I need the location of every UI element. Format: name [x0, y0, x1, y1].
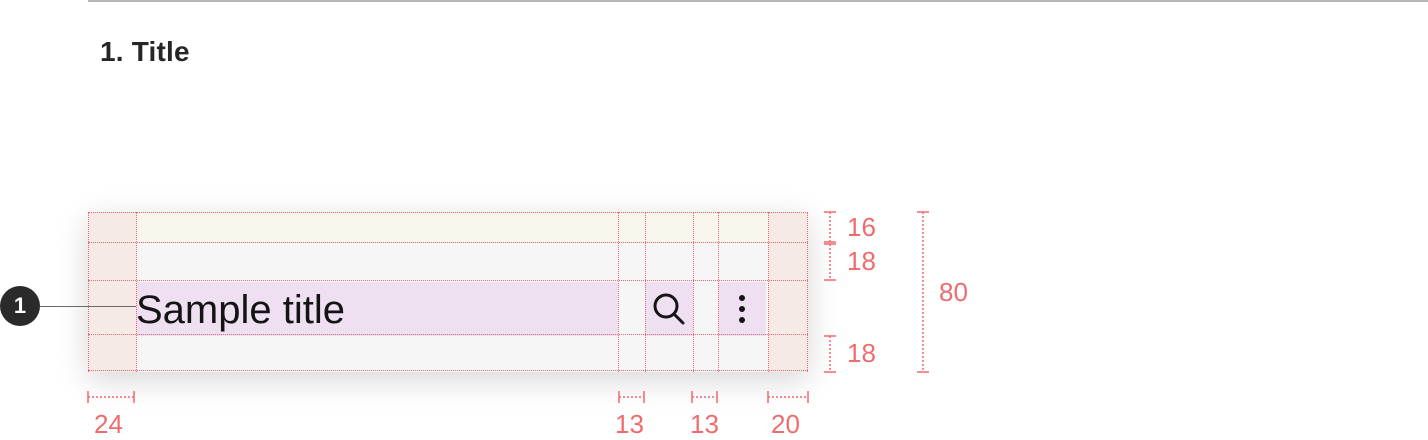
dim-label-title-top-gap: 18 — [847, 246, 876, 276]
title-zone — [136, 282, 618, 336]
app-bar-title: Sample title — [136, 288, 345, 332]
guide-line — [718, 212, 719, 372]
section-title: 1. Title — [100, 36, 190, 67]
search-zone — [645, 282, 693, 336]
guide-line — [88, 334, 808, 335]
right-padding-zone — [768, 212, 808, 372]
guide-line — [88, 280, 808, 281]
guide-line — [88, 242, 808, 243]
left-padding-zone — [88, 212, 136, 372]
dim-label-top-padding: 16 — [847, 212, 876, 242]
guide-line — [88, 370, 808, 371]
dim-label-total-height: 80 — [939, 277, 968, 307]
search-icon — [653, 293, 685, 325]
search-button[interactable] — [645, 282, 693, 336]
guide-line — [693, 212, 694, 372]
dim-label-right-padding: 20 — [771, 409, 800, 439]
more-vert-icon — [739, 295, 745, 323]
dim-label-title-bottom-gap: 18 — [847, 338, 876, 368]
guide-line — [645, 212, 646, 372]
guide-line — [88, 212, 89, 372]
top-divider — [88, 0, 1428, 2]
guide-line — [807, 212, 808, 372]
top-padding-zone — [136, 212, 808, 242]
dim-label-title-search-gap: 13 — [615, 409, 644, 439]
dim-label-left-padding: 24 — [94, 409, 123, 439]
callout-badge: 1 — [0, 286, 40, 326]
guide-line — [136, 212, 137, 372]
guide-line — [618, 212, 619, 372]
more-options-button[interactable] — [718, 282, 766, 336]
app-bar-spec: Sample title — [88, 212, 808, 372]
guide-line — [88, 212, 808, 213]
dim-label-search-more-gap: 13 — [690, 409, 719, 439]
guide-line — [768, 212, 769, 372]
callout-leader-line — [40, 306, 136, 307]
